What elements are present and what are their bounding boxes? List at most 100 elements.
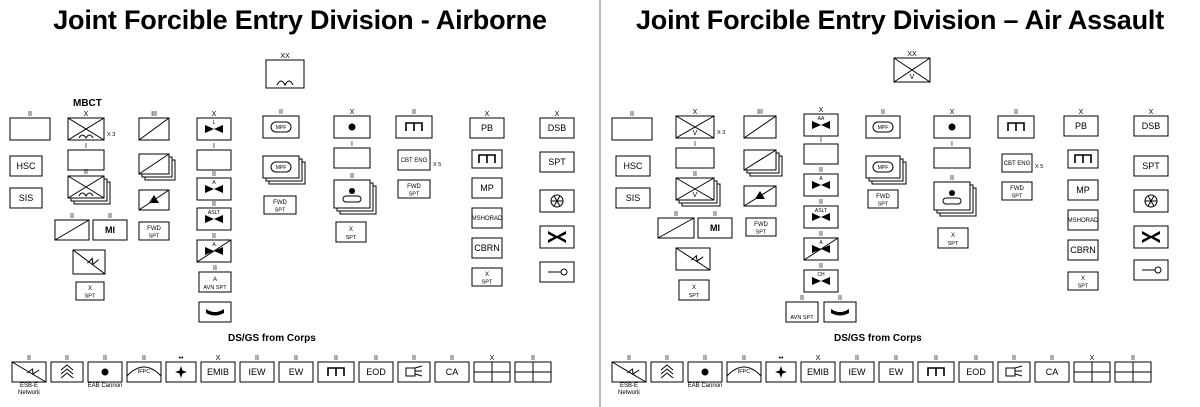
unit-frame xyxy=(615,187,651,209)
unit-sis: SIS xyxy=(9,187,43,209)
unit-text: EMIB xyxy=(207,367,229,377)
echelon-marker: II xyxy=(881,109,885,116)
ifpc-text: IFPC xyxy=(738,369,751,375)
unit-frame xyxy=(138,221,170,241)
unit-frame xyxy=(1067,271,1099,291)
echelon-marker: I xyxy=(951,141,953,148)
echelon-marker: II xyxy=(974,355,978,362)
echelon-marker: I xyxy=(820,137,822,144)
unit-text: SIS xyxy=(626,193,641,203)
unit-subtext: SPT xyxy=(346,235,357,241)
unit-dsb-maintenance xyxy=(539,189,575,213)
cavalry-diagonal xyxy=(743,115,777,139)
mpf-track-icon xyxy=(872,161,894,173)
unit-text: MP xyxy=(480,183,494,193)
echelon-marker: II xyxy=(1014,109,1018,116)
unit-frame xyxy=(50,361,84,383)
echelon-marker: II xyxy=(84,169,88,176)
chevrons-icon xyxy=(660,364,674,379)
echelon-marker: I xyxy=(351,141,353,148)
aviation-bowtie-icon xyxy=(205,215,223,223)
chevrons-icon xyxy=(60,364,74,379)
unit-cavalry-regiment: III xyxy=(743,109,777,139)
mpf-text: MPF xyxy=(878,125,889,131)
panel-divider xyxy=(599,0,601,407)
air-assault-v-icon: V xyxy=(693,130,698,137)
unit-hsc: HSC xyxy=(9,155,43,177)
unit-frame xyxy=(865,115,901,139)
bottom-unit-label-2: Network xyxy=(17,390,40,396)
transport-wheel-icon xyxy=(1142,231,1160,243)
echelon-marker: II xyxy=(819,199,823,206)
engineer-icon xyxy=(327,367,345,376)
echelon-marker: II xyxy=(819,263,823,270)
artillery-dot-icon xyxy=(101,368,109,376)
unit-frame xyxy=(785,301,819,323)
unit-pb-mp: MP xyxy=(471,177,503,199)
transport-wheel-icon xyxy=(548,231,566,243)
unit-pb-cbrn: CBRN xyxy=(1067,239,1099,261)
engineer-icon xyxy=(1074,154,1092,163)
unit-text: MI xyxy=(710,223,720,233)
unit-frame xyxy=(937,227,969,249)
unit-frame xyxy=(1133,155,1169,177)
unit-frame xyxy=(335,221,367,243)
echelon-marker: II xyxy=(1050,355,1054,362)
echelon-marker: II xyxy=(1012,355,1016,362)
unit-division-hq: XX xyxy=(265,53,305,89)
echelon-marker: II xyxy=(212,171,216,178)
unit-frame xyxy=(434,361,470,383)
engineer-icon xyxy=(478,154,496,163)
unit-subtext: SPT xyxy=(482,279,493,285)
unit-frame xyxy=(675,147,715,169)
panel-title: Joint Forcible Entry Division – Air Assa… xyxy=(635,5,1164,35)
unit-engineer-ds: II xyxy=(317,355,355,383)
echelon-marker: X xyxy=(1090,355,1095,362)
unit-text: CBT ENG xyxy=(1004,161,1031,167)
echelon-marker: II xyxy=(630,111,634,118)
unit-frame xyxy=(1034,361,1070,383)
artillery-dot-icon xyxy=(349,188,355,194)
unit-text: MP xyxy=(1076,185,1090,195)
unit-attack-reconnaissance: IIA xyxy=(196,171,232,201)
unit-modifier: A xyxy=(819,240,823,246)
unit-modifier: L xyxy=(213,120,216,126)
unit-artillery-hhc: I xyxy=(333,141,371,169)
echelon-marker: X xyxy=(555,111,560,118)
unit-dsb-supply xyxy=(1133,259,1169,281)
cavalry-diagonal xyxy=(138,153,170,175)
signal-lightning-icon xyxy=(626,368,640,375)
unit-frame xyxy=(263,195,297,215)
echelon-marker: II xyxy=(703,355,707,362)
echelon-marker: II xyxy=(950,175,954,182)
echelon-marker: X xyxy=(1079,109,1084,116)
echelon-marker: II xyxy=(65,355,69,362)
multiplier-label: X 5 xyxy=(1035,164,1043,170)
unit-text: PB xyxy=(1075,121,1087,131)
unit-text: X xyxy=(485,272,489,278)
unit-frame xyxy=(867,189,899,209)
echelon-marker: II xyxy=(819,167,823,174)
unit-mpf-battalion: II MPF xyxy=(865,109,901,139)
unit-frame xyxy=(611,117,653,141)
echelon-marker: II xyxy=(374,355,378,362)
unit-text: X xyxy=(1081,276,1085,282)
unit-frame xyxy=(803,143,839,165)
unit-hsc: HSC xyxy=(615,155,651,177)
echelon-marker: X xyxy=(212,111,217,118)
unit-frame xyxy=(615,155,651,177)
echelon-marker: X xyxy=(950,109,955,116)
unit-text: MI xyxy=(105,225,115,235)
echelon-marker: II xyxy=(279,109,283,116)
unit-pb-cbrn: CBRN xyxy=(471,237,503,259)
echelon-marker: II xyxy=(350,173,354,180)
unit-frame xyxy=(265,59,305,89)
unit-bct-cavalry: II xyxy=(657,211,695,239)
unit-aviation-brigade: XAA xyxy=(803,107,839,137)
